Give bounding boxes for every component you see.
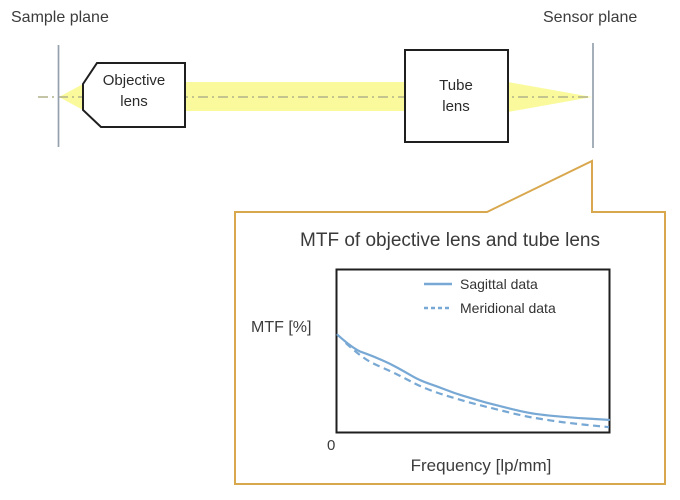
mtf-y-axis-label: MTF [%] [251,319,312,336]
sensor-plane-label: Sensor plane [543,9,638,26]
mtf-plot-frame [335,268,611,434]
tube-lens-shape [404,49,509,143]
origin-zero-label: 0 [327,437,336,454]
tube-lens-label: Tube lens [439,77,473,115]
meridional-curve [344,342,610,429]
sample-plane-label: Sample plane [11,9,109,26]
objective-lens-shape [82,62,186,128]
legend-label-meridional: Meridional data [460,300,556,316]
beam-left-cone [59,84,83,110]
frequency-x-axis-label: Frequency [lp/mm] [410,456,552,475]
objective-lens-label: Objective lens [102,72,166,110]
callout-title: MTF of objective lens and tube lens [300,230,600,251]
sagittal-curve [336,333,611,421]
legend-label-sagittal: Sagittal data [460,276,538,292]
beam-right-cone [508,82,592,112]
